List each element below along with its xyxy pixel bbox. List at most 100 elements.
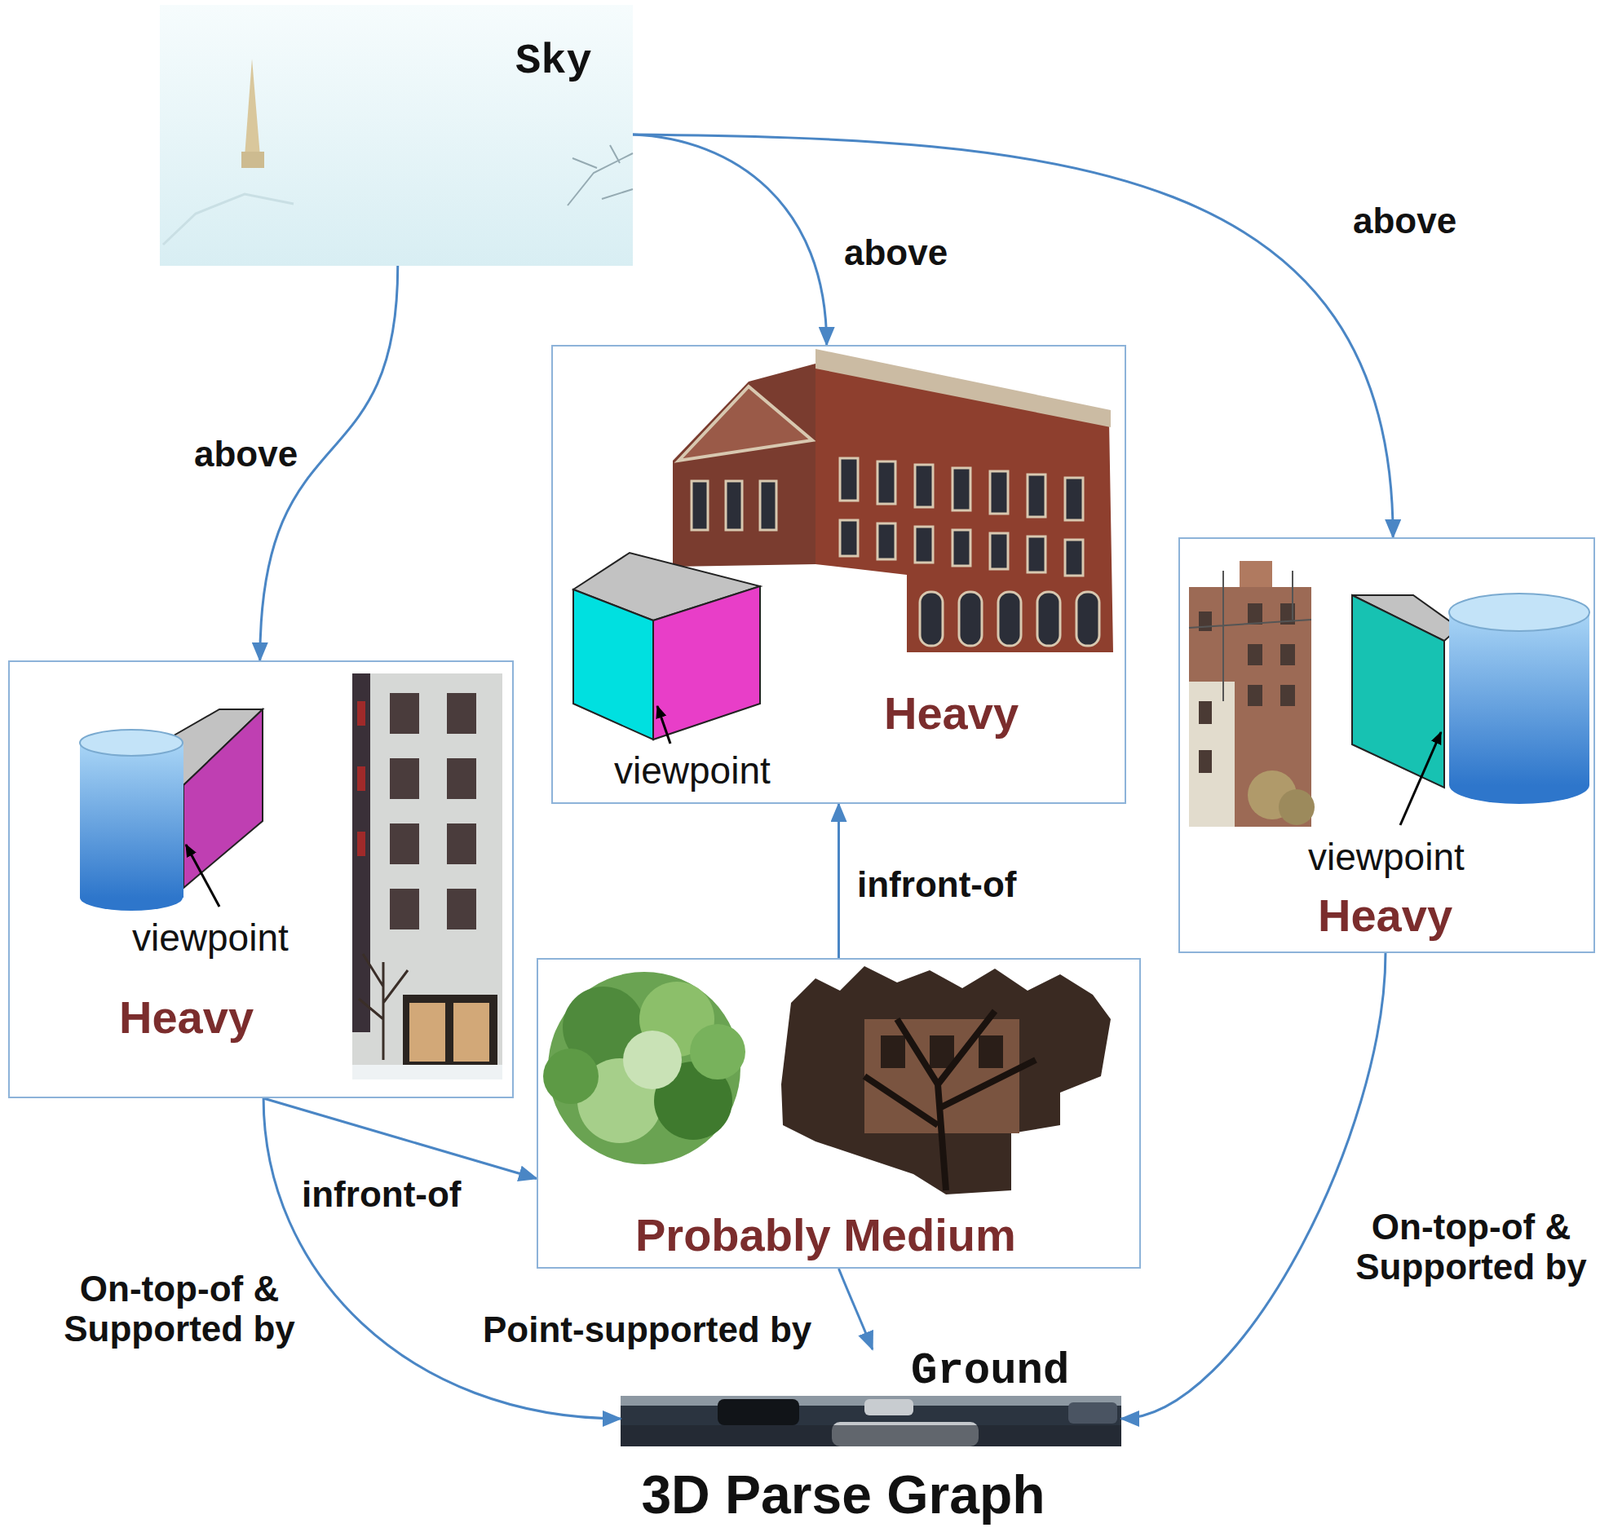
building-photo-part	[1278, 789, 1315, 826]
building-photo-part	[352, 673, 371, 1033]
cube-symbol-part	[158, 709, 263, 786]
building-photo-part	[672, 363, 816, 567]
building-photo-part	[409, 1003, 446, 1062]
weight-label: Probably Medium	[635, 1209, 1017, 1262]
building-photo-part-part	[1027, 536, 1046, 573]
house-photo-part	[864, 1011, 1036, 1191]
ground-photo-part	[1068, 1402, 1118, 1424]
building-photo-part-part	[1027, 474, 1046, 518]
building-photo-part	[1188, 587, 1312, 827]
building-photo-part-part	[760, 481, 777, 531]
cylinder-symbol-part	[1449, 766, 1590, 805]
building-photo-part-part	[1247, 644, 1263, 666]
building-photo-part-part	[914, 464, 933, 508]
building-photo	[352, 673, 503, 1080]
tree-photo-part	[623, 1030, 682, 1090]
weight-label: Heavy	[883, 687, 1019, 740]
building-photo-part	[453, 1003, 490, 1062]
viewpoint-label: viewpoint	[1308, 835, 1465, 880]
building-photo-part-part	[1065, 539, 1083, 576]
building-photo-part	[678, 386, 813, 461]
building-photo-part	[389, 693, 477, 930]
building-photo-part-part	[1198, 611, 1212, 632]
building-photo-part-part	[990, 533, 1008, 570]
relation-arrow	[632, 134, 827, 345]
house-photo-part	[864, 1019, 1020, 1134]
relation-label: above	[194, 433, 298, 474]
house-photo-part	[781, 966, 1111, 1195]
building-photo-part-part	[839, 520, 858, 557]
tree-photo-part	[548, 972, 741, 1165]
house-photo	[781, 966, 1111, 1195]
leader-line	[657, 706, 671, 744]
panel-symbol	[1352, 595, 1459, 788]
sky-photo-part	[159, 4, 633, 266]
tree-photo-part	[577, 1058, 663, 1144]
building-photo-part	[815, 358, 1114, 653]
building-photo-part-part	[914, 526, 933, 563]
leader-line	[185, 844, 220, 907]
ground-photo-part	[864, 1399, 914, 1416]
sky-photo-part	[241, 151, 265, 168]
ground-photo-part	[620, 1396, 1122, 1406]
building-photo-part-part	[691, 481, 708, 531]
building-photo-part-part	[1065, 477, 1083, 521]
building-photo-part-part	[952, 468, 971, 511]
relation-arrow	[263, 1098, 621, 1419]
building-photo-part-part	[952, 530, 971, 566]
ground-photo-part	[620, 1396, 1122, 1447]
building-photo-part	[815, 349, 1111, 428]
cylinder-symbol-part	[79, 884, 183, 911]
viewpoint-label: viewpoint	[132, 916, 289, 960]
region-label: Sky	[515, 37, 593, 87]
object-box: Probably Medium	[536, 958, 1141, 1269]
house-photo-part-part	[978, 1035, 1004, 1069]
building-photo-part-part	[1198, 750, 1212, 774]
building-photo	[672, 349, 1114, 653]
sky-photo	[159, 4, 633, 266]
building-photo-part-part	[389, 693, 420, 734]
sky-region: Sky	[159, 4, 633, 266]
building-photo-part	[352, 1065, 503, 1080]
relation-arrow	[1121, 953, 1386, 1419]
cylinder-symbol	[1449, 593, 1590, 805]
object-box: viewpointHeavy	[1178, 537, 1596, 954]
building-photo-part	[1188, 570, 1312, 702]
building-photo-part	[691, 458, 1100, 646]
building-photo-part-part	[959, 592, 982, 646]
ground-photo-part	[620, 1425, 1122, 1447]
building-photo-part-part	[1247, 603, 1263, 625]
building-photo-part	[402, 994, 498, 1069]
object-box: Heavyviewpoint	[551, 344, 1127, 805]
building-photo-part-part	[877, 461, 896, 504]
building-photo-part	[357, 701, 366, 857]
building-photo-part-part	[725, 481, 743, 531]
building-photo-part-part	[1280, 603, 1296, 625]
building-photo-part-part	[389, 758, 420, 800]
tree-photo-part	[654, 1061, 733, 1141]
cube-symbol	[158, 709, 263, 889]
house-photo-part	[880, 1035, 1004, 1069]
cube-symbol-part	[183, 709, 263, 889]
object-box: viewpointHeavy	[8, 660, 514, 1099]
leader-line	[1400, 732, 1441, 826]
building-photo-part-part	[1076, 592, 1100, 646]
building-photo-part-part	[389, 888, 420, 930]
building-photo-part-part	[446, 693, 477, 734]
relation-label: On-top-of & Supported by	[57, 1268, 302, 1350]
building-photo-part-part	[357, 766, 366, 792]
relation-label: On-top-of & Supported by	[1348, 1206, 1594, 1288]
building-photo-part-part	[357, 831, 366, 857]
building-photo-part-part	[877, 523, 896, 560]
cylinder-symbol-part	[1449, 593, 1590, 632]
sky-photo-part	[163, 194, 294, 245]
building-photo-part-part	[1280, 644, 1296, 666]
relation-label: above	[1352, 200, 1457, 241]
ground-photo-part	[717, 1399, 800, 1426]
building-photo-part-part	[998, 592, 1021, 646]
cylinder-symbol	[79, 729, 184, 911]
building-photo-part-part	[357, 701, 366, 726]
sky-photo-part	[244, 58, 261, 157]
building-photo-part-part	[1247, 685, 1263, 707]
